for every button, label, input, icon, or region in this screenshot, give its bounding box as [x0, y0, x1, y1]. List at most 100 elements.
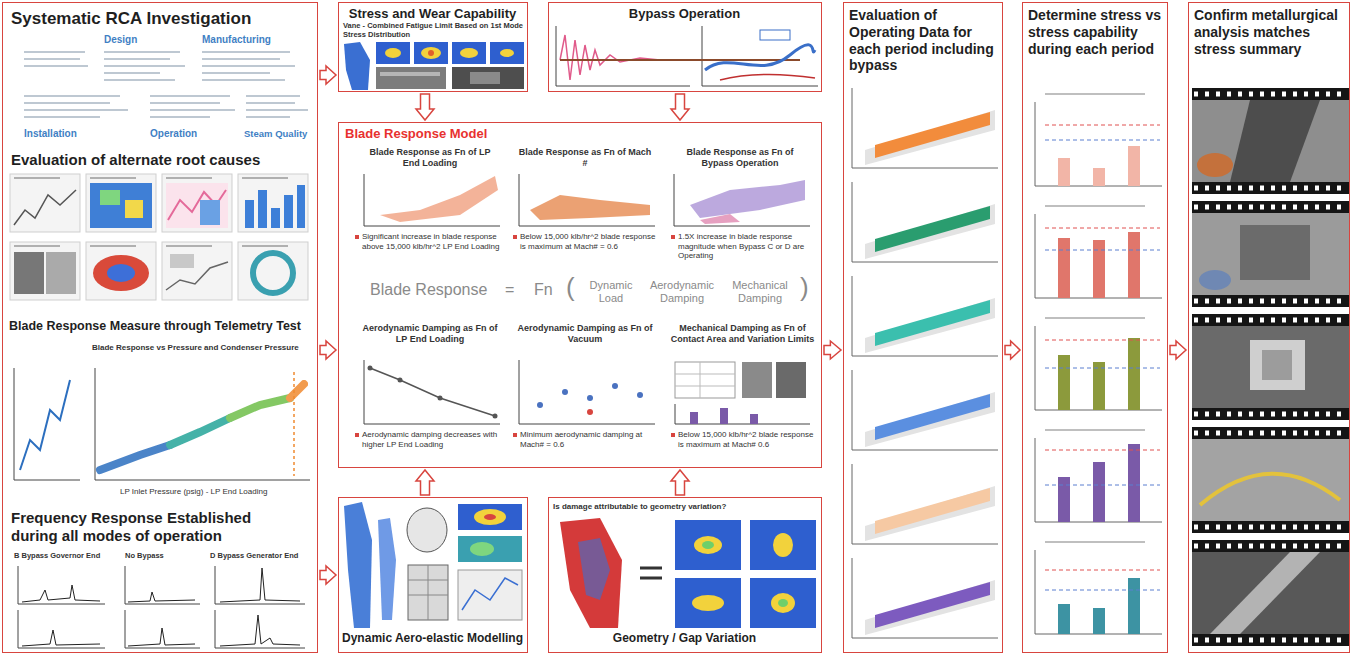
stress-capability-charts	[1128, 146, 1140, 186]
aeroelastic-model-images	[344, 502, 522, 628]
geometry-gap-images	[675, 578, 741, 628]
geometry-gap-images	[640, 568, 662, 578]
aeroelastic-model-images	[408, 565, 448, 620]
metallurgy-photos	[1192, 326, 1350, 408]
block-arrow	[416, 94, 434, 120]
metallurgy-photos	[1192, 540, 1350, 646]
block-arrow	[824, 341, 841, 359]
geometry-gap-images	[560, 518, 816, 628]
block-arrow	[320, 566, 336, 584]
stress-capability-charts	[1093, 362, 1105, 410]
panel-heading: Stress and Wear Capability	[339, 6, 526, 22]
stress-capability-charts	[1093, 168, 1105, 186]
annotation-label: D Bypass Generator End	[210, 551, 310, 560]
panel-heading: Blade Response Model	[345, 126, 565, 142]
operating-data-charts	[875, 582, 990, 628]
panel-box: Confirm metallurgical analysis matches s…	[1188, 2, 1350, 653]
metallurgy-photos	[1192, 88, 1350, 194]
operating-data-charts	[875, 112, 990, 158]
annotation-label: Is damage attributable to geometry varia…	[553, 502, 818, 512]
stress-vane-images	[414, 42, 448, 64]
metallurgy-photos	[1250, 340, 1305, 390]
annotation-label: Below 15,000 klb/hr^2 blade response is …	[678, 430, 816, 449]
annotation-label: Mechanical Damping as Fn of Contact Area…	[670, 323, 815, 345]
root-cause-thumbnails	[258, 190, 267, 228]
aeroelastic-model-images	[484, 514, 496, 520]
response-model-charts	[493, 414, 498, 419]
root-cause-thumbnails	[284, 195, 293, 228]
aeroelastic-model-images	[462, 578, 518, 610]
response-model-charts	[637, 392, 643, 398]
response-model-charts	[776, 362, 806, 398]
aeroelastic-model-images	[408, 565, 448, 620]
annotation-label: )	[800, 272, 816, 303]
telemetry-chart	[14, 368, 310, 480]
stress-capability-charts	[1058, 477, 1070, 522]
response-model-charts	[587, 395, 593, 401]
stress-capability-charts	[1128, 232, 1140, 298]
metallurgy-photos	[1192, 201, 1350, 307]
annotation-label: Mechanical Damping	[724, 279, 796, 305]
annotation-label: Manufacturing	[202, 34, 297, 46]
annotation-label: Blade Response vs Pressure and Condenser…	[92, 343, 307, 353]
stress-vane-images	[344, 42, 524, 90]
response-model-charts	[380, 176, 498, 222]
response-model-charts	[587, 409, 593, 415]
operating-data-charts	[865, 392, 995, 447]
geometry-gap-images	[692, 595, 724, 611]
panel-heading: Systematic RCA Investigation	[11, 9, 311, 29]
stress-capability-charts	[1128, 444, 1140, 522]
response-model-charts	[438, 396, 443, 401]
panel-heading: Frequency Response Established during al…	[11, 509, 271, 545]
panel-box: Determine stress vs stress capability du…	[1022, 2, 1168, 653]
root-cause-thumbnails	[14, 178, 288, 246]
annotation-label: Installation	[24, 128, 114, 140]
operating-data-charts	[875, 488, 990, 534]
stress-capability-charts	[1058, 355, 1070, 410]
bypass-charts	[760, 30, 790, 40]
stress-capability-charts	[1058, 604, 1070, 634]
root-cause-thumbnails	[238, 242, 308, 300]
stress-vane-images	[500, 49, 514, 57]
response-model-charts	[355, 174, 810, 437]
block-arrow	[1005, 341, 1020, 359]
stress-capability-charts	[1035, 94, 1162, 634]
stress-capability-charts	[1058, 238, 1070, 298]
annotation-label: Dynamic Load	[582, 279, 640, 305]
annotation-label: LP Inlet Pressure (psig) - LP End Loadin…	[120, 487, 310, 497]
telemetry-chart	[20, 380, 70, 470]
response-model-charts	[750, 414, 758, 424]
metallurgy-photos	[1192, 439, 1350, 521]
aeroelastic-model-images	[458, 570, 522, 620]
block-arrow	[416, 470, 434, 495]
stress-capability-charts	[1093, 608, 1105, 634]
response-model-charts	[368, 366, 498, 419]
geometry-gap-images	[750, 578, 816, 628]
root-cause-thumbnails	[238, 174, 308, 232]
annotation-label: Fn	[534, 280, 564, 299]
stress-capability-charts	[1058, 146, 1140, 186]
stress-capability-charts	[1045, 125, 1160, 570]
metallurgy-photos	[1230, 100, 1320, 182]
metallurgy-photos	[1192, 88, 1350, 646]
response-model-charts	[675, 362, 735, 398]
panel-heading: Evaluation of alternate root causes	[11, 151, 311, 169]
stress-vane-images	[380, 72, 440, 76]
root-cause-thumbnails	[46, 252, 76, 294]
rca-text-lines	[24, 52, 308, 117]
block-arrow	[320, 66, 336, 84]
bypass-charts	[705, 45, 815, 70]
root-cause-thumbnails	[86, 242, 156, 300]
root-cause-thumbnails	[90, 183, 152, 228]
telemetry-chart	[230, 398, 290, 418]
stress-capability-charts	[1045, 140, 1160, 590]
aeroelastic-model-images	[458, 536, 522, 562]
root-cause-thumbnails	[10, 174, 80, 232]
annotation-label: Operation	[150, 128, 230, 140]
operating-data-charts	[852, 88, 998, 638]
panel-heading: Bypass Operation	[549, 6, 820, 22]
block-arrow	[320, 341, 336, 359]
root-cause-thumbnails	[100, 190, 120, 205]
metallurgy-photos	[1192, 213, 1350, 295]
